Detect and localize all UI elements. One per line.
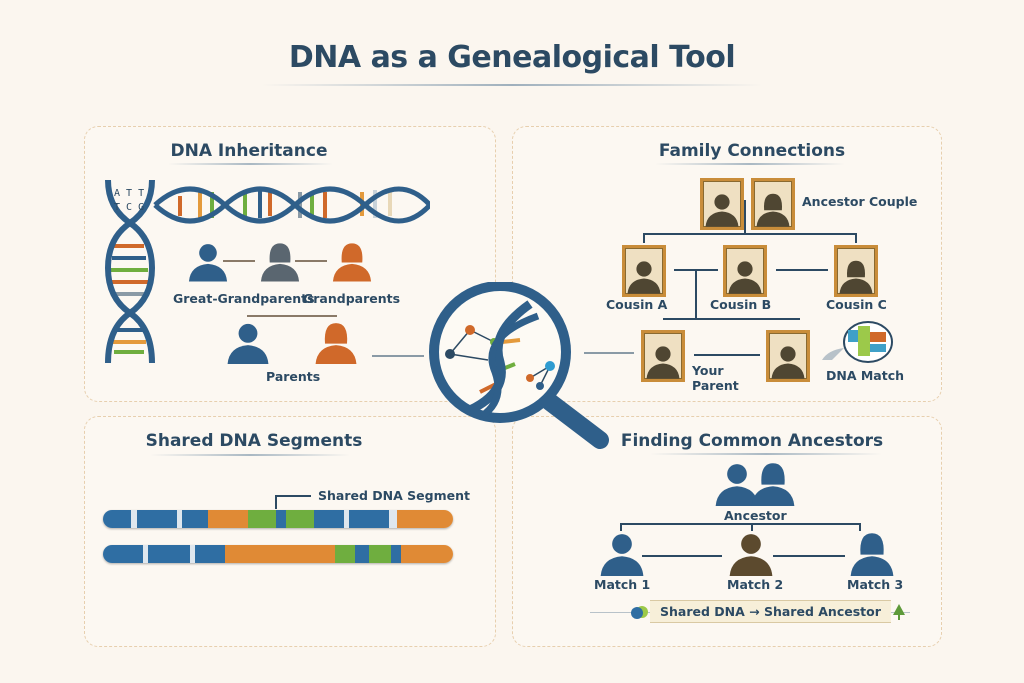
venn-icon <box>631 605 648 619</box>
portrait-cousin-b <box>723 245 767 297</box>
panel-title-dna-inheritance: DNA Inheritance <box>170 141 328 161</box>
person-icon <box>627 261 661 294</box>
label-your-parent: Your Parent <box>692 363 739 393</box>
match-1-icon <box>594 530 650 576</box>
parent-mother-icon <box>310 320 362 364</box>
double-arrow <box>694 354 760 356</box>
connector-line <box>584 352 634 354</box>
parent-father-icon <box>222 320 274 364</box>
arrow-connector <box>223 260 255 262</box>
ancestor-female-icon <box>744 460 802 506</box>
person-icon <box>646 346 680 379</box>
chromosome-1 <box>103 510 453 528</box>
label-great-grandparents: Great-Grandparents <box>173 291 315 306</box>
person-icon <box>839 260 873 294</box>
portrait-dna-match <box>766 330 810 382</box>
label-match-2: Match 2 <box>727 577 784 592</box>
panel-title-finding-common-ancestors: Finding Common Ancestors <box>620 431 884 451</box>
person-icon <box>728 261 762 294</box>
parent-grandparent-icon <box>330 240 374 282</box>
label-ancestor: Ancestor <box>724 508 787 523</box>
label-match-1: Match 1 <box>594 577 651 592</box>
portrait-cousin-c <box>834 245 878 297</box>
tree-line <box>620 523 860 525</box>
tree-line <box>643 233 645 243</box>
panel-title-rule <box>168 163 333 165</box>
person-icon <box>771 346 805 379</box>
callout-line <box>275 495 311 497</box>
portrait-ancestor-female <box>751 178 795 230</box>
arrow-connector <box>295 260 327 262</box>
footer-text: Shared DNA → Shared Ancestor <box>650 600 891 623</box>
portrait-your-parent <box>641 330 685 382</box>
label-grandparents: Grandparents <box>303 291 401 306</box>
tree-line <box>663 318 800 320</box>
page-title: DNA as a Genealogical Tool <box>288 40 736 75</box>
base-letters-bottom: T C G <box>114 202 144 213</box>
family-tree-icon <box>892 603 905 620</box>
label-shared-dna-segment: Shared DNA Segment <box>318 488 470 503</box>
person-icon <box>756 193 790 227</box>
tree-line <box>855 233 857 243</box>
magnifying-glass-icon <box>429 282 609 449</box>
label-cousin-c: Cousin C <box>826 297 887 312</box>
label-ancestor-couple: Ancestor Couple <box>802 194 918 209</box>
label-cousin-b: Cousin B <box>710 297 772 312</box>
chromosome-2 <box>103 545 453 563</box>
panel-title-rule <box>150 454 350 456</box>
base-letters-top: A T T <box>114 188 144 199</box>
dna-helix-icon: A T T T C G <box>104 179 430 364</box>
double-arrow <box>642 555 722 557</box>
label-parents: Parents <box>266 369 321 384</box>
double-arrow <box>776 269 828 271</box>
match-3-icon <box>844 530 900 576</box>
label-cousin-a: Cousin A <box>606 297 668 312</box>
panel-title-rule <box>650 453 882 455</box>
panel-title-shared-dna-segments: Shared DNA Segments <box>145 431 363 451</box>
tree-line <box>859 523 861 531</box>
tree-line <box>643 233 856 235</box>
title-divider <box>262 84 762 86</box>
tree-connector <box>247 315 337 317</box>
double-arrow <box>773 555 845 557</box>
label-match-3: Match 3 <box>847 577 904 592</box>
panel-title-rule <box>655 163 845 165</box>
tree-line <box>620 523 622 531</box>
dna-match-magnifier-icon <box>822 321 893 363</box>
person-icon <box>705 194 739 227</box>
connector-line <box>372 355 424 357</box>
portrait-cousin-a <box>622 245 666 297</box>
portrait-ancestor-male <box>700 178 744 230</box>
match-2-icon <box>723 530 779 576</box>
tree-line <box>744 200 746 234</box>
tree-line <box>695 269 697 319</box>
label-dna-match: DNA Match <box>826 368 905 383</box>
tree-line <box>751 523 753 531</box>
panel-title-family-connections: Family Connections <box>658 141 846 161</box>
callout-line <box>275 495 277 509</box>
footer-banner: Shared DNA → Shared Ancestor <box>630 600 907 623</box>
